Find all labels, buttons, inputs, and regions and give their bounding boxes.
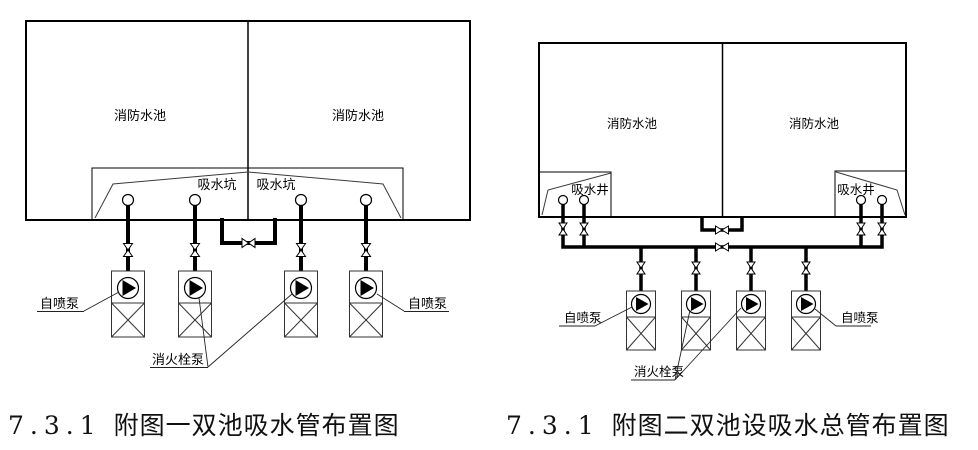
suction-well-left (539, 171, 612, 217)
suction-well-right (834, 170, 906, 217)
valve-icon (715, 242, 729, 252)
figure1-diagram: 消防水池 消防水池 吸水坑 吸水坑 自喷泵 自喷泵 消火栓泵 (25, 20, 471, 368)
sprinkler-pump-label-right: 自喷泵 (408, 297, 447, 312)
figure1-caption: 7.3.1 附图一双池吸水管布置图 (8, 406, 400, 442)
suction-pit (91, 167, 404, 221)
sprinkler-pump-label-left: 自喷泵 (564, 310, 602, 325)
hydrant-pump-label: 消火栓泵 (634, 364, 684, 379)
figure2-caption-number: 7.3.1 (506, 411, 600, 440)
suction-inlet-icon (188, 193, 202, 207)
tank-left-label: 消防水池 (114, 108, 166, 124)
pumps (625, 290, 822, 351)
sprinkler-pump-label-left: 自喷泵 (40, 297, 79, 312)
suction-inlet-icon (359, 193, 373, 207)
pump-icon (177, 270, 213, 338)
tank-right-label: 消防水池 (332, 108, 384, 124)
tank-interconnect-pipe (700, 217, 744, 232)
pump-icon (680, 290, 712, 351)
well-right-label: 吸水井 (837, 182, 875, 197)
suction-inlets (121, 193, 373, 207)
valve-icon (746, 261, 756, 275)
pump-icon (110, 270, 146, 338)
figure1-caption-number: 7.3.1 (8, 411, 102, 440)
valve-icon (190, 243, 200, 257)
valve-icon (856, 222, 866, 236)
fire-tank-outline (538, 42, 907, 218)
leader-lines (37, 291, 449, 368)
sprinkler-pump-label-right: 自喷泵 (841, 310, 879, 325)
suction-pipes (126, 204, 368, 271)
pit-right-label: 吸水坑 (256, 178, 295, 193)
pumps (110, 270, 384, 338)
figure2-caption: 7.3.1 附图二双池设吸水总管布置图 (506, 406, 950, 442)
valve-icon (123, 243, 133, 257)
valve-icon (691, 261, 701, 275)
valve-icon (361, 243, 371, 257)
figure1-caption-title: 附图一双池吸水管布置图 (113, 411, 400, 440)
valve-icon (296, 243, 306, 257)
pump-icon (348, 270, 384, 338)
suction-inlet-icon (855, 194, 867, 206)
figure2-diagram: 消防水池 消防水池 吸水井 吸水井 自喷泵 自喷泵 消火栓泵 (538, 42, 907, 381)
tank-right-label: 消防水池 (789, 116, 840, 131)
valve-icon (801, 261, 811, 275)
suction-inlets (557, 194, 888, 206)
leader-lines (559, 306, 871, 381)
suction-inlet-icon (294, 193, 308, 207)
suction-inlet-icon (876, 194, 888, 206)
valve-icon (715, 225, 729, 235)
valve-icon (579, 222, 589, 236)
suction-inlet-icon (557, 194, 569, 206)
pump-icon (790, 290, 822, 351)
valve-icon (877, 222, 887, 236)
figure2-caption-title: 附图二双池设吸水总管布置图 (611, 411, 950, 440)
valve-icon (558, 222, 568, 236)
suction-inlet-icon (578, 194, 590, 206)
hydrant-pump-label: 消火栓泵 (152, 353, 204, 368)
tank-left-label: 消防水池 (607, 116, 658, 131)
valve-icon (636, 261, 646, 275)
pit-left-label: 吸水坑 (197, 178, 236, 193)
tank-interconnect-pipe (220, 218, 277, 245)
valve-icon (241, 238, 256, 248)
suction-inlet-icon (121, 193, 135, 207)
pump-icon (625, 290, 657, 351)
pump-icon (283, 270, 319, 338)
well-left-label: 吸水井 (571, 182, 609, 197)
pump-icon (735, 290, 767, 351)
